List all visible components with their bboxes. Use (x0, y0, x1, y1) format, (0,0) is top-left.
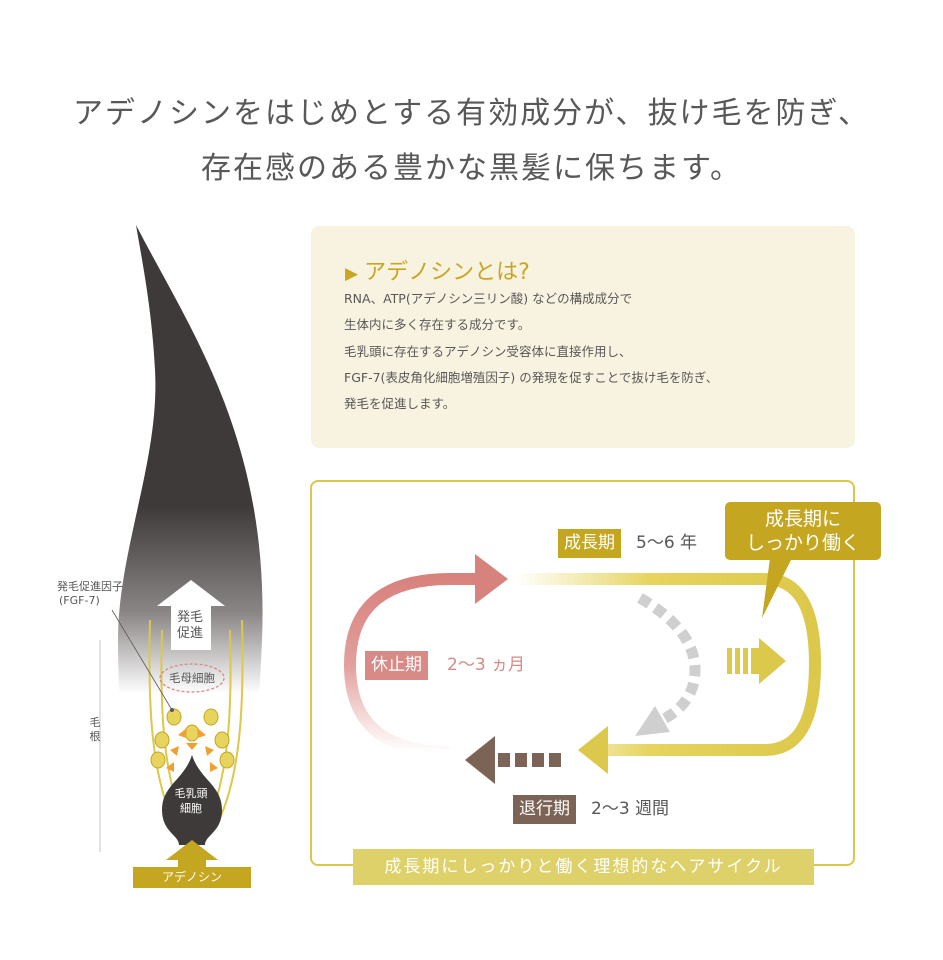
info-line: 毛乳頭に存在するアデノシン受容体に直接作用し、 (344, 344, 632, 359)
regress-dashed-arrow (465, 736, 561, 784)
info-paragraph-2: 毛乳頭に存在するアデノシン受容体に直接作用し、 FGF-7(表皮角化細胞増殖因子… (344, 339, 718, 417)
promote-line: 発毛 (176, 610, 203, 625)
adenosine-arrow (166, 840, 218, 868)
yellow-striped-arrow (727, 638, 786, 684)
promote-line: 促進 (176, 626, 203, 641)
hair-cycle-arrows (343, 554, 822, 784)
gray-dashed-arrow (635, 593, 701, 736)
papilla-line: 毛乳頭 (174, 787, 208, 800)
growth-phase-label: 成長期 (558, 529, 621, 558)
regress-phase-duration: 2〜3 週間 (591, 799, 670, 819)
rest-arrowhead (475, 554, 508, 604)
rest-arc (343, 573, 478, 758)
adenosine-label: アデノシン (133, 867, 251, 888)
adenosine-info-box: ▶アデノシンとは? RNA、ATP(アデノシン三リン酸) などの構成成分で 生体… (311, 226, 855, 448)
hair-follicle-illustration (99, 225, 263, 868)
info-line: 生体内に多く存在する成分です。 (344, 317, 531, 332)
hair-shaft (118, 225, 263, 850)
triangle-right-icon: ▶ (345, 264, 359, 284)
matrix-cells (150, 708, 235, 769)
info-line: RNA、ATP(アデノシン三リン酸) などの構成成分で (344, 291, 633, 306)
callout-tail (762, 558, 792, 618)
follicle-line (213, 619, 244, 831)
fgf7-sublabel: (FGF-7) (59, 594, 100, 607)
info-paragraph-1: RNA、ATP(アデノシン三リン酸) などの構成成分で 生体内に多く存在する成分… (344, 286, 632, 338)
headline-line-1: アデノシンをはじめとする有効成分が、抜け毛を防ぎ、 (73, 96, 870, 131)
headline-line-2: 存在感のある豊かな黒髪に保ちます。 (201, 151, 742, 186)
info-title-text: アデノシンとは? (364, 260, 530, 285)
rest-phase-label: 休止期 (365, 651, 428, 680)
matrix-ellipse (159, 663, 225, 693)
promote-label: 発毛 促進 (165, 610, 215, 642)
papilla-line: 細胞 (180, 802, 202, 815)
growth-callout: 成長期に しっかり働く (725, 502, 881, 560)
hair-cycle-caption: 成長期にしっかりと働く理想的なヘアサイクル (353, 849, 814, 885)
rest-phase-duration: 2〜3 ヵ月 (447, 655, 526, 675)
growth-arrowhead (578, 726, 608, 774)
fgf7-label: 発毛促進因子 (57, 580, 123, 593)
growth-arc (515, 573, 822, 756)
info-title: ▶アデノシンとは? (345, 254, 530, 286)
hair-root-label: 毛根 (89, 716, 101, 743)
callout-line: しっかり働く (745, 532, 860, 554)
info-line: 発毛を促進します。 (344, 396, 456, 411)
papilla-label: 毛乳頭 細胞 (168, 786, 214, 816)
factor-leader-line (111, 609, 173, 711)
growth-phase-duration: 5〜6 年 (636, 533, 698, 553)
orange-arrows (166, 728, 218, 772)
regress-phase-label: 退行期 (513, 795, 576, 824)
matrix-cell-label: 毛母細胞 (169, 671, 215, 685)
info-line: FGF-7(表皮角化細胞増殖因子) の発現を促すことで抜け毛を防ぎ、 (344, 370, 719, 385)
callout-line: 成長期に (764, 508, 841, 530)
promote-arrow (157, 580, 225, 650)
dermal-papilla (162, 755, 222, 845)
